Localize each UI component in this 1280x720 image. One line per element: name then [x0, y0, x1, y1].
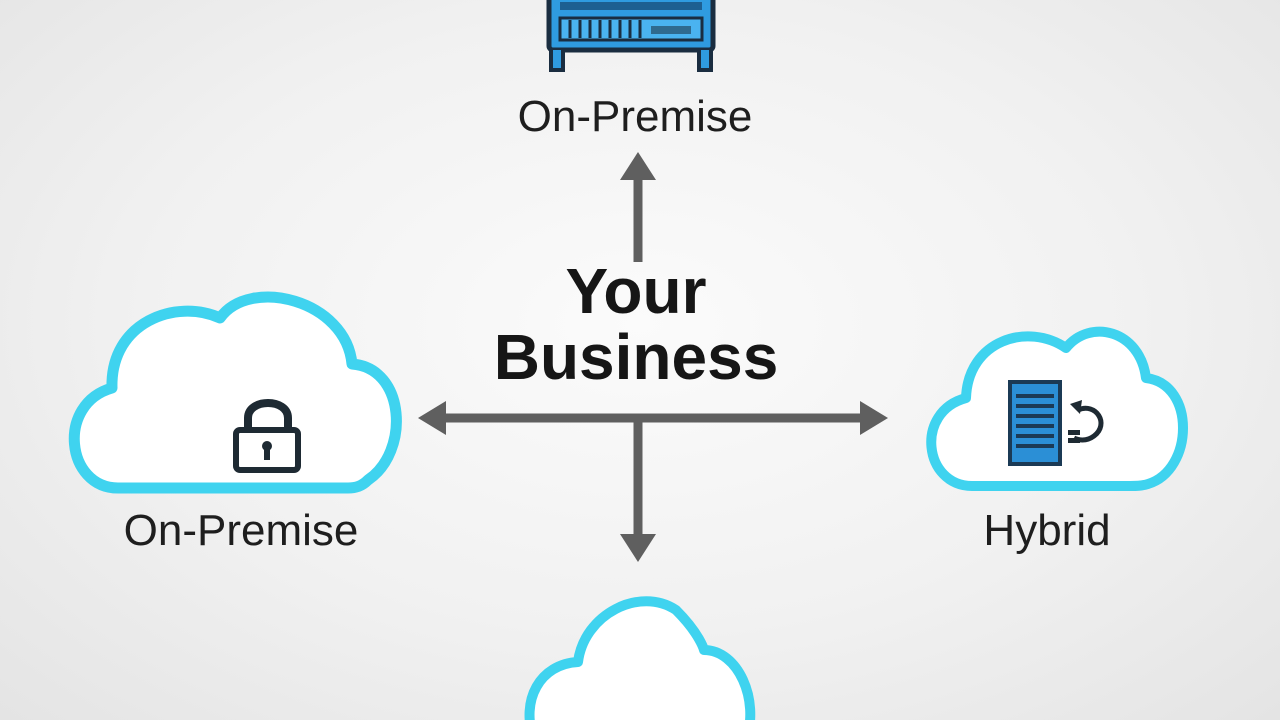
arrow-right-head	[860, 401, 888, 435]
label-right: Hybrid	[983, 506, 1111, 555]
center-title-line2: Business	[493, 321, 779, 393]
server-rack-icon	[546, 0, 716, 72]
arrows	[418, 152, 888, 562]
arrow-up-head	[620, 152, 656, 180]
cloud-bottom	[524, 596, 756, 720]
label-top: On-Premise	[517, 92, 753, 141]
center-title: Your Business	[494, 258, 779, 390]
server-sync-icon	[1008, 380, 1104, 466]
cloud-right	[926, 326, 1188, 491]
lock-icon	[233, 399, 301, 473]
cloud-left	[68, 291, 402, 494]
arrow-down-head	[620, 534, 656, 562]
center-title-line1: Your	[565, 255, 707, 327]
label-left: On-Premise	[123, 506, 359, 555]
arrow-left-head	[418, 401, 446, 435]
